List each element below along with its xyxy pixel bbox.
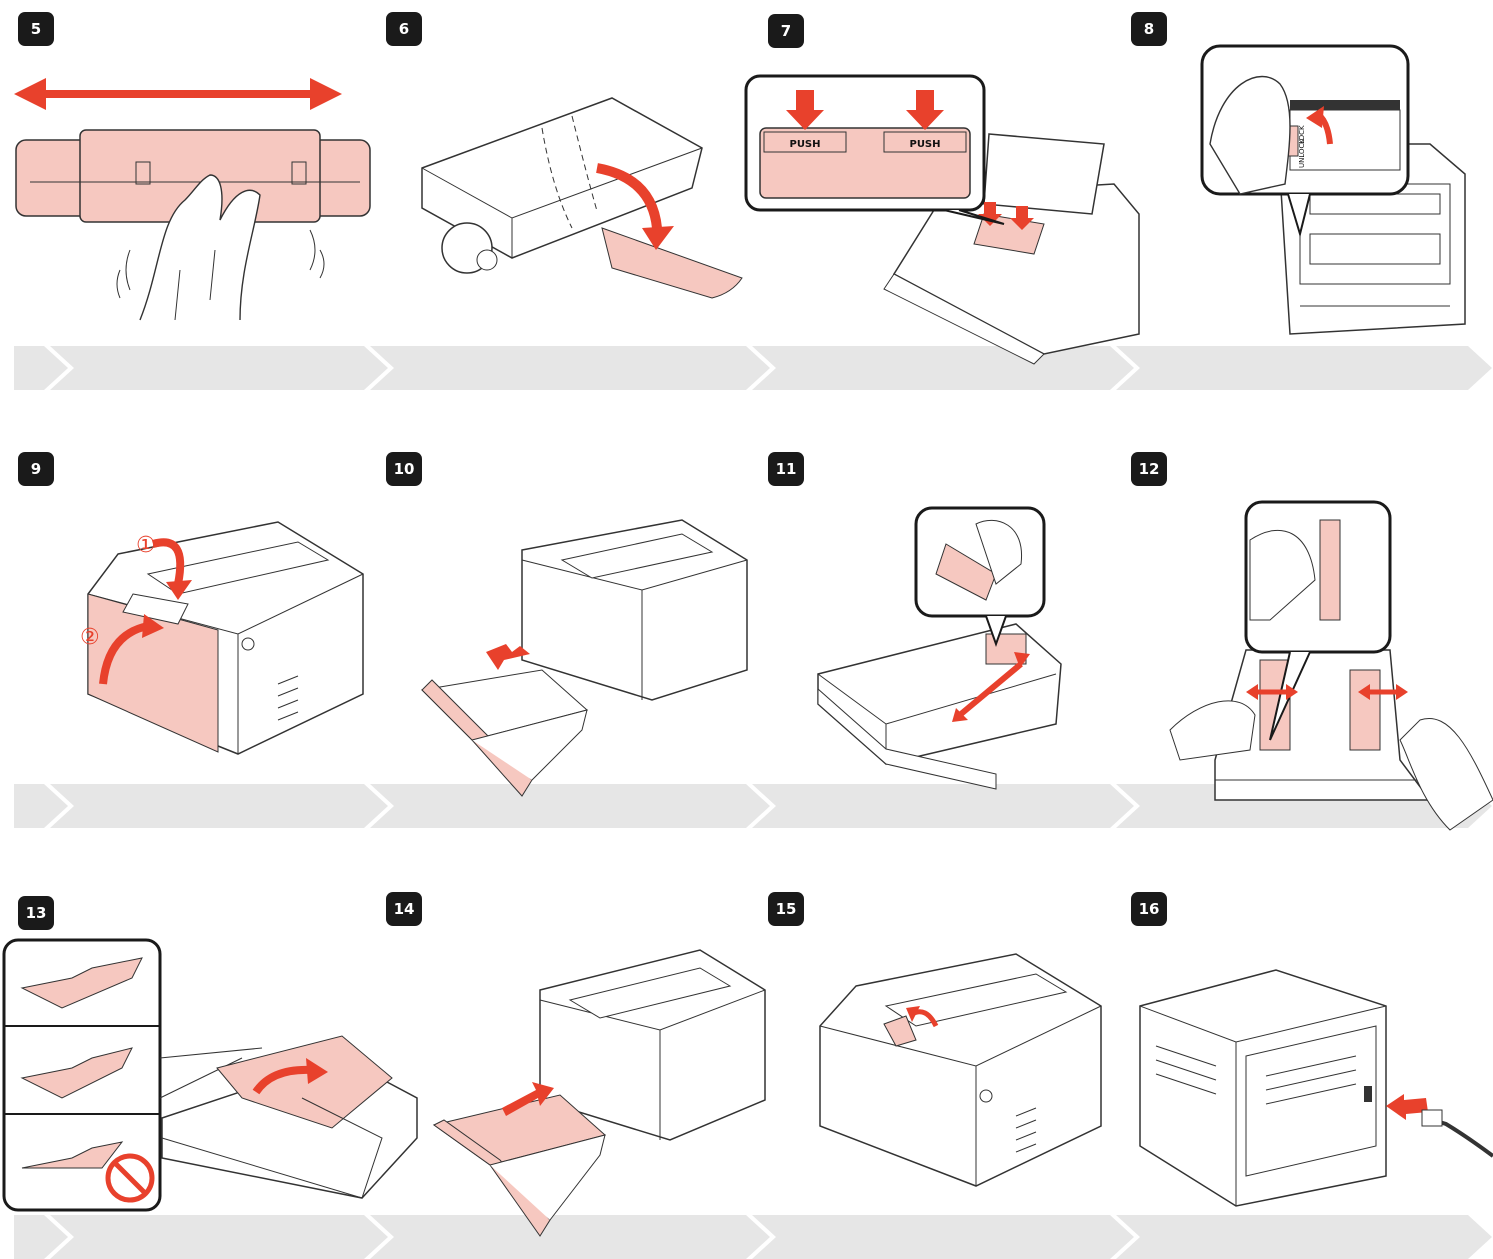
step-number-badge: 11 <box>768 452 804 486</box>
shake-cartridge-illustration <box>10 70 380 330</box>
callout-number: ① <box>136 533 156 558</box>
step-number-badge: 8 <box>1131 12 1167 46</box>
insert-cartridge-illustration: PUSH PUSH <box>744 74 1164 364</box>
double-arrow-icon <box>14 78 342 110</box>
close-cover-illustration: ① ② <box>78 514 368 764</box>
step-number-badge: 7 <box>768 14 804 48</box>
push-label: PUSH <box>909 139 940 150</box>
step-number-badge: 6 <box>386 12 422 46</box>
unlock-label: UNLOCK <box>1298 139 1306 168</box>
callout-number: ② <box>80 625 100 650</box>
remove-seal-illustration <box>412 88 762 308</box>
step-number-badge: 10 <box>386 452 422 486</box>
step-number-badge: 16 <box>1131 892 1167 926</box>
step-number-badge: 15 <box>768 892 804 926</box>
load-paper-illustration <box>2 938 422 1228</box>
step-number-badge: 14 <box>386 892 422 926</box>
adjust-tray-illustration <box>816 504 1066 804</box>
push-label: PUSH <box>789 139 820 150</box>
arrow-right-icon <box>1396 684 1408 700</box>
lock-lever-illustration: LOCK UNLOCK <box>1200 44 1480 344</box>
power-cord-illustration <box>1136 946 1493 1216</box>
step-number-badge: 12 <box>1131 452 1167 486</box>
step-number-badge: 9 <box>18 452 54 486</box>
step-number-badge: 5 <box>18 12 54 46</box>
paper-stopper-illustration <box>816 946 1106 1216</box>
side-guides-illustration <box>1170 500 1493 830</box>
insert-tray-illustration <box>430 940 770 1250</box>
remove-tray-illustration <box>412 500 762 800</box>
step-number-badge: 13 <box>18 896 54 930</box>
